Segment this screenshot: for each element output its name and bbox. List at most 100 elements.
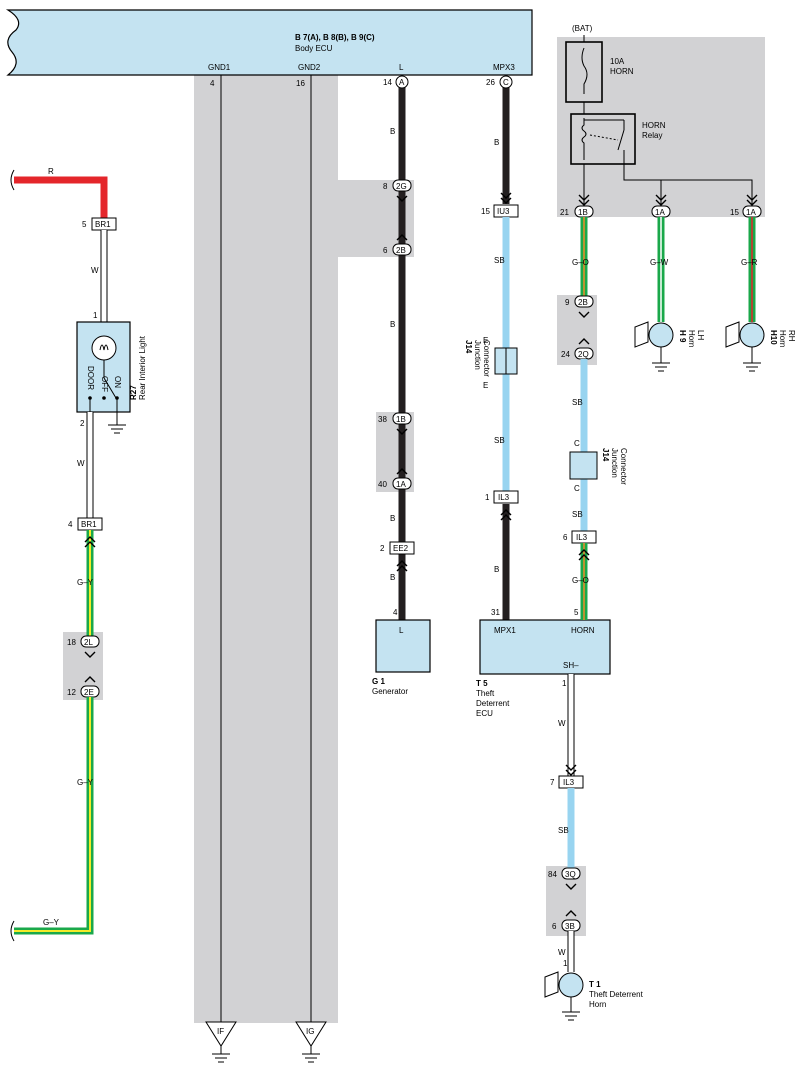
wire-color-b-2: B	[390, 320, 395, 329]
pin-4br-number: 4	[68, 520, 73, 529]
pin-31-number: 31	[491, 608, 500, 617]
pin-c-letter: C	[503, 78, 509, 87]
connector-2l-label: 2L	[84, 638, 93, 647]
tde-line2: Deterrent	[476, 699, 510, 708]
theft-deterrent-horn-icon	[544, 971, 584, 1021]
wire-color-gr: G–R	[741, 258, 758, 267]
j14a-line2: Connector	[482, 340, 491, 377]
generator-name: Generator	[372, 687, 408, 696]
j14b-line1: Junction	[610, 448, 619, 478]
gy-wire-break	[10, 920, 15, 942]
pin-38-number: 38	[378, 415, 387, 424]
gnd2-pin-number: 16	[296, 79, 305, 88]
theft-deterrent-ecu-box	[479, 619, 611, 675]
connector-3q-label: 3Q	[565, 870, 576, 879]
connector-il3-a	[493, 490, 519, 504]
pin-14-number: 14	[383, 78, 392, 87]
connector-2b	[392, 243, 412, 256]
connector-1b	[392, 412, 412, 425]
pin-21-number: 21	[560, 208, 569, 217]
pin-c-circle	[499, 75, 513, 89]
connector-r1b-label: 1B	[578, 208, 588, 217]
j14a-e-top: E	[483, 336, 488, 345]
pin-26-number: 26	[486, 78, 495, 87]
ground-if-label: IF	[217, 1027, 224, 1036]
pin-24-number: 24	[561, 350, 570, 359]
body-ecu-name: Body ECU	[295, 44, 333, 53]
connector-2b-b-label: 2B	[578, 298, 588, 307]
h9-line1: Horn	[687, 330, 696, 347]
j14b-c-top: C	[574, 439, 580, 448]
pin-gnd1-label: GND1	[208, 63, 231, 72]
connector-2l	[80, 635, 100, 648]
pin-1sw-number: 1	[93, 311, 98, 320]
relay-label-line1: HORN	[642, 121, 666, 130]
pin-8-number: 8	[383, 182, 388, 191]
wire-color-b-6: B	[494, 565, 499, 574]
pin-18-number: 18	[67, 638, 76, 647]
wire-color-b-4: B	[390, 573, 395, 582]
h10-line1: Horn	[778, 330, 787, 347]
switch-arm-icon	[103, 377, 117, 399]
red-wire-break	[10, 169, 15, 191]
j14b-c-bottom: C	[574, 484, 580, 493]
pin-l-label: L	[399, 63, 404, 72]
relay-coil-icon	[581, 118, 587, 160]
t1-line2: Horn	[589, 1000, 606, 1009]
wire-color-gy-3: G–Y	[43, 918, 60, 927]
generator-id: G 1	[372, 677, 385, 686]
connector-2b-label: 2B	[396, 246, 406, 255]
tde-line3: ECU	[476, 709, 493, 718]
fuse-name: HORN	[610, 67, 634, 76]
wire-color-go-1: G–O	[572, 258, 589, 267]
tde-pin-mpx1: MPX1	[494, 626, 516, 635]
wire-color-b-3: B	[390, 514, 395, 523]
wire-color-w-4: W	[558, 948, 566, 957]
j14a-e-bottom: E	[483, 381, 488, 390]
fuse-icon	[581, 47, 588, 94]
connector-2b-b	[574, 295, 594, 308]
horn-lh-icon	[634, 321, 674, 372]
red-wire	[14, 176, 108, 218]
relay-label-line2: Relay	[642, 131, 662, 140]
j14b-line2: Connector	[619, 448, 628, 485]
wire-color-w-3: W	[558, 719, 566, 728]
connector-1a	[392, 477, 412, 490]
connector-2e-label: 2E	[84, 688, 94, 697]
switch-door-label: DOOR	[86, 366, 95, 390]
ground-ig-icon	[295, 1021, 327, 1063]
body-ecu-box	[5, 9, 533, 76]
pin-40-number: 40	[378, 480, 387, 489]
generator-box	[375, 619, 431, 673]
pin-2sw-number: 2	[80, 419, 85, 428]
pin-9-number: 9	[565, 298, 570, 307]
pin-2-number: 2	[380, 544, 385, 553]
j14a-line1: Junction	[473, 340, 482, 370]
ground-shade	[194, 75, 338, 1023]
pin-15-number: 15	[481, 207, 490, 216]
connector-1b-label: 1B	[396, 415, 406, 424]
wire-color-gy-1: G–Y	[77, 578, 94, 587]
connector-2g-label: 2G	[396, 182, 407, 191]
j14-connector-b	[569, 451, 598, 480]
h10-line2: RH	[787, 330, 796, 342]
tde-pin-sh: SH–	[563, 661, 579, 670]
wire-color-gw: G–W	[650, 258, 669, 267]
relay-switch-icon	[617, 129, 625, 151]
wire-color-sb-5: SB	[558, 826, 569, 835]
wire-color-w-1: W	[91, 266, 99, 275]
pin-gnd2-label: GND2	[298, 63, 321, 72]
ground-ig-label: IG	[306, 1027, 314, 1036]
wire-color-b-1: B	[390, 127, 395, 136]
switch-off-label: OFF	[100, 376, 109, 392]
connector-r1a-2-label: 1A	[746, 208, 756, 217]
pin-6b-number: 6	[563, 533, 568, 542]
gy-wire-2	[14, 697, 94, 935]
generator-pin-label: L	[399, 626, 404, 635]
pin-7-number: 7	[550, 778, 555, 787]
connector-il3-c-label: IL3	[563, 778, 575, 787]
connector-chevrons	[84, 192, 758, 917]
connector-3b-label: 3B	[565, 922, 575, 931]
r27-name: Rear Interior Light	[138, 335, 147, 400]
h10-id: H10	[769, 330, 778, 345]
